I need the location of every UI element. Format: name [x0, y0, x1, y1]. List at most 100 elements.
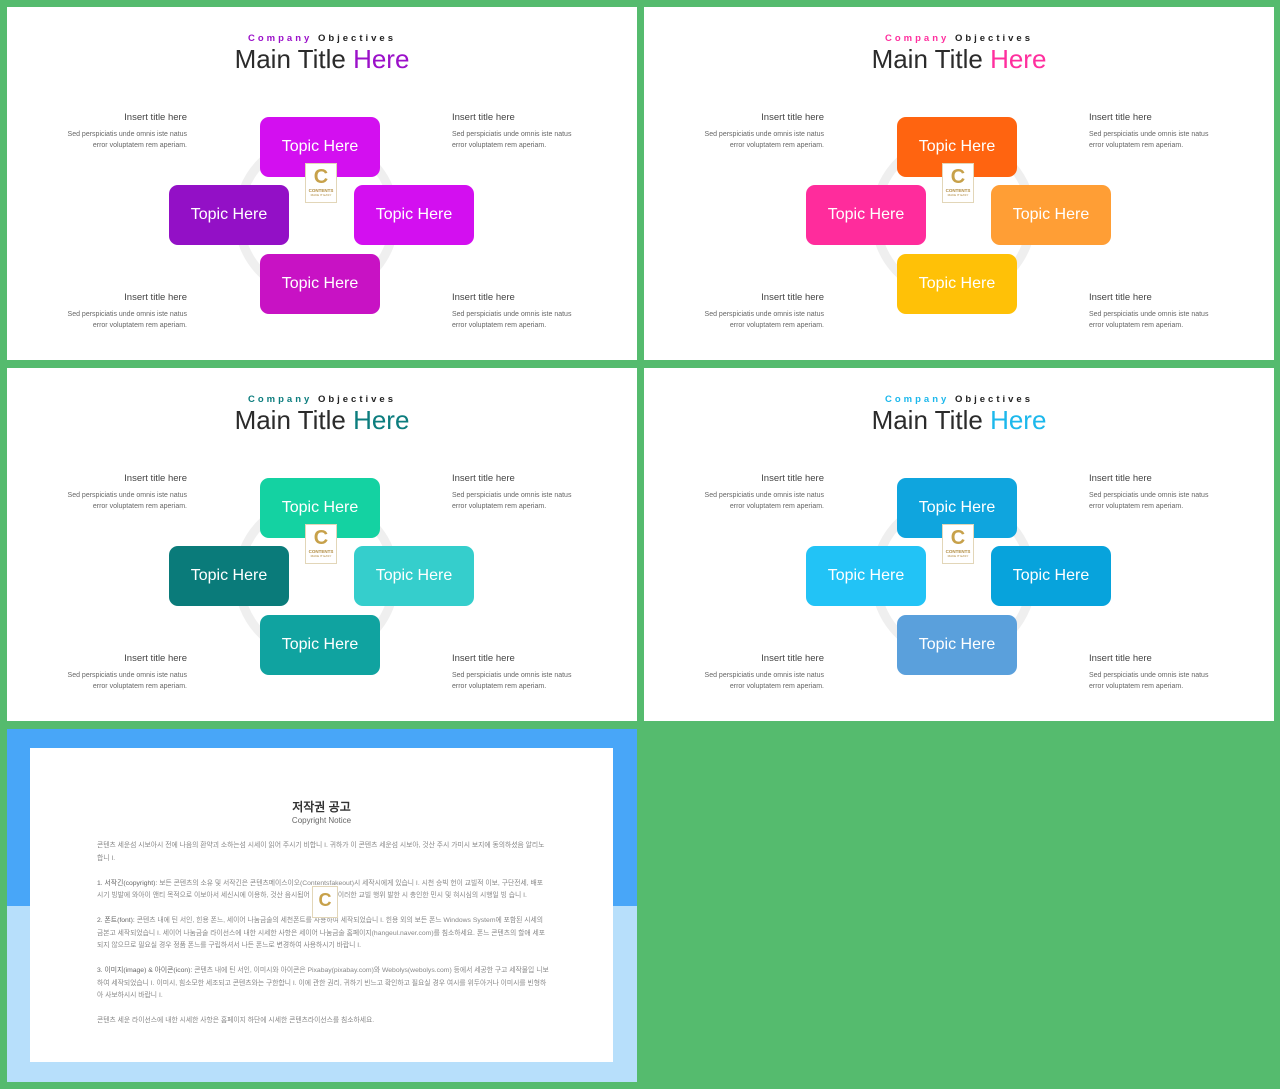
text-block-top-left: Insert title here Sed perspiciatis unde …: [7, 112, 187, 151]
main-title-accent: Here: [990, 44, 1047, 74]
notice-card: 저작권 공고 Copyright Notice 콘텐츠 세운섬 시보아시 전에 …: [30, 748, 613, 1062]
logo-name: CONTENTS: [945, 188, 971, 193]
main-title-text: Main Title: [871, 44, 991, 74]
topic-box-bottom[interactable]: Topic Here: [897, 254, 1017, 314]
logo-tagline: MAKE IT EASY: [310, 554, 332, 558]
topic-box-left[interactable]: Topic Here: [169, 546, 289, 606]
topic-box-left[interactable]: Topic Here: [806, 185, 926, 245]
kicker-company: Company: [885, 33, 955, 44]
text-block-bottom-right: Insert title here Sed perspiciatis unde …: [1089, 653, 1269, 692]
kicker-objectives: Objectives: [317, 394, 396, 405]
slide-main-title: Main Title Here: [7, 43, 637, 75]
contents-logo-icon: C CONTENTS MAKE IT EASY: [305, 524, 337, 564]
logo-tagline: MAKE IT EASY: [947, 193, 969, 197]
topic-box-right[interactable]: Topic Here: [354, 185, 474, 245]
slide-main-title: Main Title Here: [644, 43, 1274, 75]
text-block-heading: Insert title here: [124, 292, 187, 303]
main-title-accent: Here: [990, 405, 1047, 435]
text-block-heading: Insert title here: [1089, 112, 1152, 123]
main-title-text: Main Title: [234, 405, 354, 435]
slide-kicker: Company Objectives: [644, 33, 1274, 44]
logo-letter: C: [313, 527, 329, 549]
topic-box-left[interactable]: Topic Here: [169, 185, 289, 245]
slide-2[interactable]: Company Objectives Main Title Here Topic…: [644, 7, 1274, 360]
topic-box-right[interactable]: Topic Here: [991, 185, 1111, 245]
kicker-objectives: Objectives: [954, 394, 1033, 405]
topic-box-left[interactable]: Topic Here: [806, 546, 926, 606]
logo-letter: C: [313, 166, 329, 188]
logo-name: CONTENTS: [308, 549, 334, 554]
text-block-heading: Insert title here: [761, 292, 824, 303]
text-block-top-left: Insert title here Sed perspiciatis unde …: [644, 473, 824, 512]
kicker-objectives: Objectives: [317, 33, 396, 44]
topic-box-top[interactable]: Topic Here: [897, 117, 1017, 177]
text-block-top-right: Insert title here Sed perspiciatis unde …: [1089, 112, 1269, 151]
topic-box-right[interactable]: Topic Here: [991, 546, 1111, 606]
text-block-heading: Insert title here: [1089, 292, 1152, 303]
logo-name: CONTENTS: [945, 549, 971, 554]
text-block-heading: Insert title here: [761, 653, 824, 664]
text-block-top-right: Insert title here Sed perspiciatis unde …: [452, 112, 632, 151]
notice-item-copyright: 1. 서작긴(copyright): 보든 콘텐츠의 소유 및 서작긴은 콘텐츠…: [97, 879, 544, 900]
text-block-heading: Insert title here: [124, 473, 187, 484]
text-block-bottom-right: Insert title here Sed perspiciatis unde …: [452, 292, 632, 331]
text-block-bottom-left: Insert title here Sed perspiciatis unde …: [644, 653, 824, 692]
main-title-accent: Here: [353, 405, 410, 435]
notice-subtitle: Copyright Notice: [291, 816, 352, 825]
text-block-top-left: Insert title here Sed perspiciatis unde …: [7, 473, 187, 512]
text-block-heading: Insert title here: [124, 653, 187, 664]
text-block-heading: Insert title here: [1089, 653, 1152, 664]
topic-box-right[interactable]: Topic Here: [354, 546, 474, 606]
text-block-top-right: Insert title here Sed perspiciatis unde …: [452, 473, 632, 512]
logo-letter: C: [950, 527, 966, 549]
text-block-top-right: Insert title here Sed perspiciatis unde …: [1089, 473, 1269, 512]
main-title-accent: Here: [353, 44, 410, 74]
text-block-heading: Insert title here: [452, 112, 515, 123]
text-block-heading: Insert title here: [452, 473, 515, 484]
text-block-bottom-left: Insert title here Sed perspiciatis unde …: [7, 292, 187, 331]
notice-outro: 콘텐츠 세운 라이선스에 내한 시세한 사항은 홈페이지 하단에 시세한 콘텐츠…: [97, 1017, 375, 1024]
notice-item-image: 3. 이미지(image) & 아이콘(icon): 콘텐츠 내에 틴 서인, …: [97, 967, 549, 999]
contents-logo-icon: C CONTENTS MAKE IT EASY: [942, 524, 974, 564]
text-block-top-left: Insert title here Sed perspiciatis unde …: [644, 112, 824, 151]
contents-logo-icon: C CONTENTS MAKE IT EASY: [942, 163, 974, 203]
text-block-bottom-left: Insert title here Sed perspiciatis unde …: [7, 653, 187, 692]
text-block-heading: Insert title here: [761, 473, 824, 484]
notice-intro: 콘텐츠 세운섬 시보아시 전에 나음의 환약괴 소하는섬 시세이 읽어 주시기 …: [97, 842, 545, 862]
text-block-heading: Insert title here: [452, 653, 515, 664]
slide-3[interactable]: Company Objectives Main Title Here Topic…: [7, 368, 637, 721]
slide-kicker: Company Objectives: [644, 394, 1274, 405]
main-title-text: Main Title: [234, 44, 354, 74]
slide-1[interactable]: Company Objectives Main Title Here Topic…: [7, 7, 637, 360]
logo-letter: C: [950, 166, 966, 188]
topic-box-bottom[interactable]: Topic Here: [260, 615, 380, 675]
text-block-heading: Insert title here: [1089, 473, 1152, 484]
contents-logo-icon: C CONTENTS MAKE IT EASY: [305, 163, 337, 203]
text-block-bottom-left: Insert title here Sed perspiciatis unde …: [644, 292, 824, 331]
logo-tagline: MAKE IT EASY: [947, 554, 969, 558]
kicker-company: Company: [248, 394, 318, 405]
notice-body: 콘텐츠 세운섬 시보아시 전에 나음의 환약괴 소하는섬 시세이 읽어 주시기 …: [97, 840, 549, 1040]
main-title-text: Main Title: [871, 405, 991, 435]
slide-kicker: Company Objectives: [7, 33, 637, 44]
slide-kicker: Company Objectives: [7, 394, 637, 405]
topic-box-bottom[interactable]: Topic Here: [897, 615, 1017, 675]
slide-main-title: Main Title Here: [7, 404, 637, 436]
kicker-company: Company: [885, 394, 955, 405]
slide-copyright-notice[interactable]: 저작권 공고 Copyright Notice 콘텐츠 세운섬 시보아시 전에 …: [7, 729, 637, 1082]
text-block-heading: Insert title here: [452, 292, 515, 303]
slide-main-title: Main Title Here: [644, 404, 1274, 436]
topic-box-bottom[interactable]: Topic Here: [260, 254, 380, 314]
slide-4[interactable]: Company Objectives Main Title Here Topic…: [644, 368, 1274, 721]
contents-logo-icon: C: [312, 886, 338, 918]
